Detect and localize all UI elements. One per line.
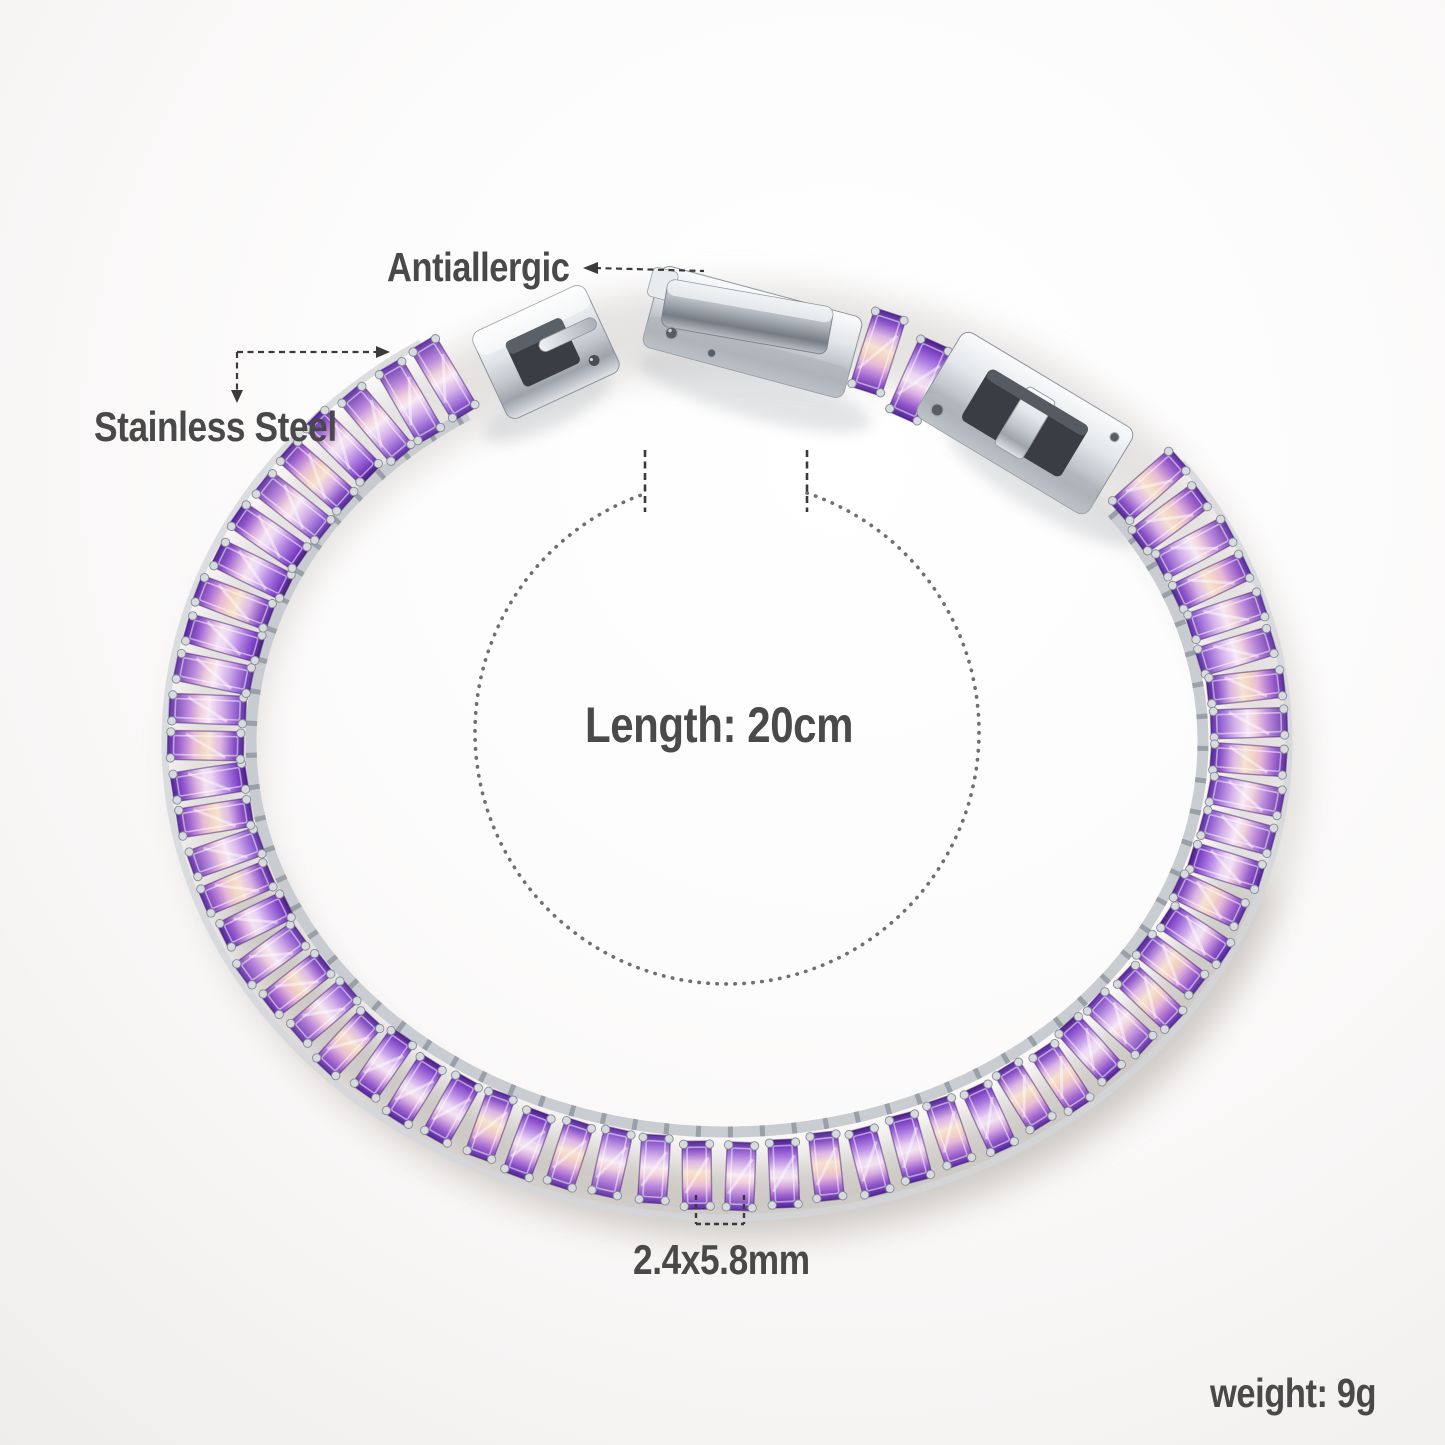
baguette-stone — [1131, 929, 1210, 1000]
baguette-stone — [1054, 1012, 1126, 1087]
baguette-stone — [1082, 987, 1158, 1060]
baguette-stone — [847, 306, 909, 398]
baguette-stone — [251, 469, 336, 545]
baguette-stone — [721, 1140, 760, 1213]
baguette-stone — [634, 1132, 674, 1206]
antiallergic-label: Antiallergic — [387, 244, 570, 290]
baguette-stone — [764, 1137, 803, 1210]
clasp-buckle — [472, 285, 620, 419]
length-label: Length: 20cm — [585, 697, 854, 753]
baguette-stone — [381, 1051, 447, 1130]
baguette-stone — [258, 948, 336, 1020]
bracelet-stone-ring — [165, 334, 1290, 1213]
baguette-stone — [1208, 704, 1290, 743]
baguette-stone — [209, 537, 296, 603]
bracelet-chain-rails — [161, 339, 1293, 1222]
weight-label: weight: 9g — [1210, 1370, 1377, 1416]
baguette-stone — [226, 500, 312, 573]
baguette-stone — [500, 1105, 556, 1183]
baguette-stone — [805, 1129, 848, 1204]
baguette-stone — [174, 794, 256, 841]
material-arrowhead-right — [376, 346, 390, 358]
stone-size-label: 2.4x5.8mm — [633, 1236, 810, 1283]
baguette-stone — [959, 1079, 1019, 1157]
baguette-stone — [922, 1093, 977, 1171]
bracelet-clasp — [472, 265, 1134, 515]
baguette-stone — [1112, 960, 1188, 1034]
baguette-stone — [408, 334, 480, 423]
baguette-stone — [301, 405, 383, 487]
clasp-box-segment — [916, 331, 1134, 515]
baguette-stone — [196, 858, 278, 918]
baguette-stone — [1127, 481, 1212, 556]
baguette-stone — [1193, 623, 1279, 679]
measure-annotations — [473, 450, 981, 1226]
stone-size-bracket — [694, 1195, 746, 1226]
baguette-stone — [171, 648, 256, 698]
material-arrowhead-down — [231, 390, 243, 403]
baguette-stone — [991, 1057, 1057, 1135]
baguette-stone — [884, 1109, 936, 1186]
baguette-stone — [374, 356, 446, 446]
baguette-stone — [1204, 665, 1288, 709]
baguette-stone — [181, 611, 267, 666]
baguette-stone — [337, 381, 416, 466]
antiallergic-arrowhead — [583, 262, 598, 274]
baguette-stone — [1156, 901, 1236, 969]
baguette-stone — [184, 824, 267, 882]
baguette-stone — [168, 758, 251, 805]
baguette-stone — [1183, 587, 1270, 645]
baguette-stone — [844, 1123, 895, 1200]
baguette-stone — [420, 1070, 483, 1148]
annotation-arrows — [231, 262, 705, 403]
baguette-stone — [167, 690, 249, 729]
baguette-stone — [349, 1025, 418, 1103]
baguette-stone — [1151, 514, 1238, 582]
baguette-stone — [1028, 1039, 1095, 1116]
stainless-steel-label: Stainless Steel — [94, 403, 337, 450]
baguette-stone — [1107, 446, 1191, 525]
baguette-stone — [462, 1086, 518, 1164]
baguette-stone — [542, 1115, 597, 1193]
baguette-stone — [215, 889, 296, 952]
antiallergic-arrow-line — [594, 266, 705, 273]
baguette-stone — [286, 976, 362, 1048]
baguette-stone — [678, 1139, 715, 1211]
baguette-stone — [190, 573, 277, 633]
baguette-stone — [1168, 869, 1250, 931]
baguette-stone — [1204, 771, 1287, 821]
baguette-stone — [587, 1124, 636, 1201]
baguette-stone — [275, 437, 359, 516]
baguette-stone — [1185, 839, 1267, 894]
baguette-stone — [1167, 549, 1255, 614]
baguette-stone — [1196, 805, 1279, 859]
clasp-fold-segment — [642, 265, 863, 398]
baguette-stone — [232, 920, 311, 990]
baguette-stone — [312, 1006, 385, 1081]
baguette-stone — [165, 727, 246, 764]
